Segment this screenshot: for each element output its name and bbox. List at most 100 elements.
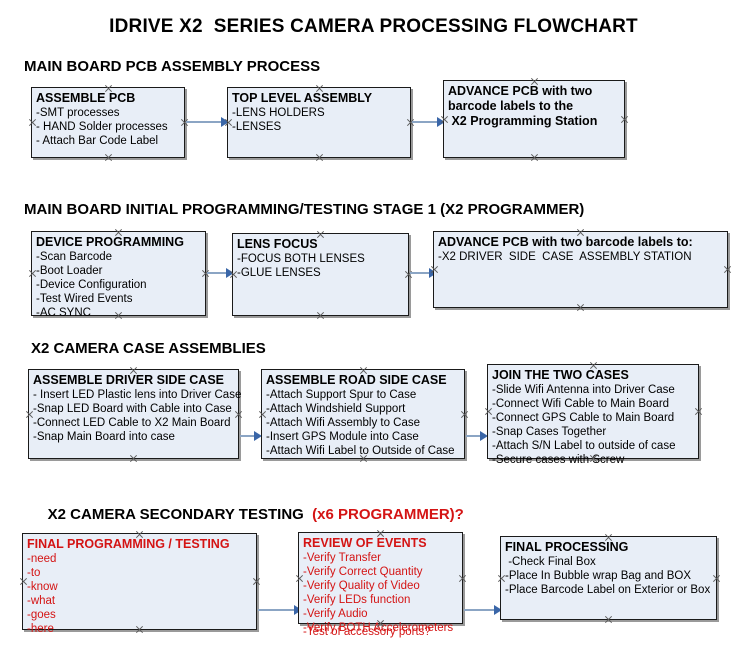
box-line: -LENSES <box>232 121 282 133</box>
anchor-handle-right[interactable] <box>460 410 469 419</box>
box-line: -Verify BOTH Accelerometers <box>303 622 454 634</box>
box-join-the-two-cases[interactable]: JOIN THE TWO CASES -Slide Wifi Antenna i… <box>487 364 699 466</box>
box-advance-pcb-driver-side-case[interactable]: ADVANCE PCB with two barcode labels to: … <box>433 231 728 308</box>
anchor-handle-right[interactable] <box>694 407 703 416</box>
box-line: -Attach Windshield Support <box>266 403 406 415</box>
box-line: -Snap Main Board into case <box>33 431 175 443</box>
section-header-x2-camera-secondary-testing: X2 CAMERA SECONDARY TESTING (x6 PROGRAMM… <box>31 489 464 540</box>
box-line: -Connect LED Cable to X2 Main Board <box>33 417 231 429</box>
box-line: -Verify Audio <box>303 608 368 620</box>
box-line: -Verify Correct Quantity <box>303 566 423 578</box>
box-line: -Attach Wifi Assembly to Case <box>266 417 421 429</box>
section-header-main-board-pcb-assembly-process: MAIN BOARD PCB ASSEMBLY PROCESS <box>24 58 321 75</box>
connector-line <box>186 121 224 123</box>
box-line: -to <box>27 567 41 579</box>
box-assemble-driver-side-case[interactable]: ASSEMBLE DRIVER SIDE CASE - Insert LED P… <box>28 369 242 459</box>
box-line: -Snap Cases Together <box>492 426 607 438</box>
box-line: -Attach S/N Label to outside of case <box>492 440 676 452</box>
connector-line <box>207 272 229 274</box>
box-title: ADVANCE PCB with two <box>448 84 593 98</box>
box-line: -Snap LED Board with Cable into Case <box>33 403 232 415</box>
connector-line <box>466 435 483 437</box>
anchor-handle-right[interactable] <box>458 574 467 583</box>
anchor-handle-right[interactable] <box>620 115 629 124</box>
box-title-cont: X2 Programming Station <box>448 114 598 128</box>
box-line: -Verify Quality of Video <box>303 580 420 592</box>
box-line: -AC SYNC <box>36 307 91 319</box>
connector-arrowhead <box>254 431 262 441</box>
connector-arrowhead <box>480 431 488 441</box>
box-final-processing[interactable]: FINAL PROCESSING -Check Final Box -Place… <box>500 536 717 620</box>
box-assemble-road-side-case[interactable]: ASSEMBLE ROAD SIDE CASE -Attach Support … <box>261 369 465 459</box>
connector-line <box>464 609 498 611</box>
box-overflow-line: -Test of accessory ports? <box>303 626 431 638</box>
box-title: LENS FOCUS <box>237 237 318 251</box>
box-line: -goes <box>27 609 56 621</box>
connector-arrowhead <box>494 605 502 615</box>
box-line: -Verify Transfer <box>303 552 381 564</box>
connector-line <box>412 121 440 123</box>
box-title: ASSEMBLE ROAD SIDE CASE <box>266 373 447 387</box>
box-review-of-events[interactable]: REVIEW OF EVENTS -Verify Transfer -Verif… <box>298 532 463 638</box>
box-title: JOIN THE TWO CASES <box>492 368 629 382</box>
box-line: -Attach Wifi Label to Outside of Case <box>266 445 455 457</box>
connector-arrowhead <box>437 117 445 127</box>
section-header-main-board-initial-programming: MAIN BOARD INITIAL PROGRAMMING/TESTING S… <box>24 201 585 218</box>
box-assemble-pcb[interactable]: ASSEMBLE PCB -SMT processes - HAND Solde… <box>31 87 185 158</box>
box-device-programming[interactable]: DEVICE PROGRAMMING -Scan Barcode -Boot L… <box>31 231 206 319</box>
box-advance-pcb-programming-station[interactable]: ADVANCE PCB with two barcode labels to t… <box>443 80 625 158</box>
anchor-handle-bottom[interactable] <box>576 303 585 312</box>
section-header-x2-camera-case-assemblies: X2 CAMERA CASE ASSEMBLIES <box>31 340 266 357</box>
connector-line <box>240 435 257 437</box>
box-line: - Attach Bar Code Label <box>36 135 159 147</box>
box-line: -what <box>27 595 56 607</box>
box-line: -Verify LEDs function <box>303 594 411 606</box>
box-line: -Connect GPS Cable to Main Board <box>492 412 675 424</box>
box-line: - HAND Solder processes <box>36 121 168 133</box>
connector-line <box>410 272 432 274</box>
box-line: -GLUE LENSES <box>237 267 321 279</box>
page-title: IDRIVE X2 SERIES CAMERA PROCESSING FLOWC… <box>109 16 638 37</box>
box-line: -Attach Support Spur to Case <box>266 389 417 401</box>
anchor-handle-bottom[interactable] <box>315 153 324 162</box>
box-line: -Slide Wifi Antenna into Driver Case <box>492 384 675 396</box>
anchor-handle-bottom[interactable] <box>129 454 138 463</box>
box-line: -LENS HOLDERS <box>232 107 325 119</box>
box-title: TOP LEVEL ASSEMBLY <box>232 91 373 105</box>
anchor-handle-right[interactable] <box>252 577 261 586</box>
box-lens-focus[interactable]: LENS FOCUS -FOCUS BOTH LENSES -GLUE LENS… <box>232 233 409 316</box>
box-title: ADVANCE PCB with two barcode labels to: <box>438 235 693 249</box>
anchor-handle-right[interactable] <box>712 574 721 583</box>
box-top-level-assembly[interactable]: TOP LEVEL ASSEMBLY -LENS HOLDERS -LENSES <box>227 87 411 158</box>
section-header-accent: (x6 PROGRAMMER)? <box>312 506 464 523</box>
box-title-cont: barcode labels to the <box>448 99 574 113</box>
box-line: -FOCUS BOTH LENSES <box>237 253 365 265</box>
anchor-handle-bottom[interactable] <box>530 153 539 162</box>
box-title: REVIEW OF EVENTS <box>303 536 427 550</box>
box-line: -know <box>27 581 58 593</box>
anchor-handle-right[interactable] <box>723 265 732 274</box>
box-line: -need <box>27 553 57 565</box>
box-final-programming-testing[interactable]: FINAL PROGRAMMING / TESTING -need -to -k… <box>22 533 257 635</box>
box-title: ASSEMBLE DRIVER SIDE CASE <box>33 373 225 387</box>
box-line: -SMT processes <box>36 107 120 119</box>
box-title: DEVICE PROGRAMMING <box>36 235 184 249</box>
box-line: - Insert LED Plastic lens into Driver Ca… <box>33 389 242 401</box>
box-line: -Device Configuration <box>36 279 147 291</box>
connector-line <box>258 609 298 611</box>
anchor-handle-bottom[interactable] <box>604 615 613 624</box>
box-title: FINAL PROGRAMMING / TESTING <box>27 537 230 551</box>
box-title: FINAL PROCESSING <box>505 540 629 554</box>
box-line: -Secure cases with Screw <box>492 454 625 466</box>
anchor-handle-bottom[interactable] <box>316 311 325 320</box>
anchor-handle-bottom[interactable] <box>104 153 113 162</box>
section-header-text: X2 CAMERA SECONDARY TESTING <box>47 506 313 523</box>
connector-arrowhead <box>221 117 229 127</box>
box-line: -Check Final Box <box>505 556 596 568</box>
box-line: -Boot Loader <box>36 265 103 277</box>
anchor-handle-right[interactable] <box>234 410 243 419</box>
box-line: -Insert GPS Module into Case <box>266 431 419 443</box>
box-line: -Scan Barcode <box>36 251 113 263</box>
box-line: -X2 DRIVER SIDE CASE ASSEMBLY STATION <box>438 251 692 263</box>
